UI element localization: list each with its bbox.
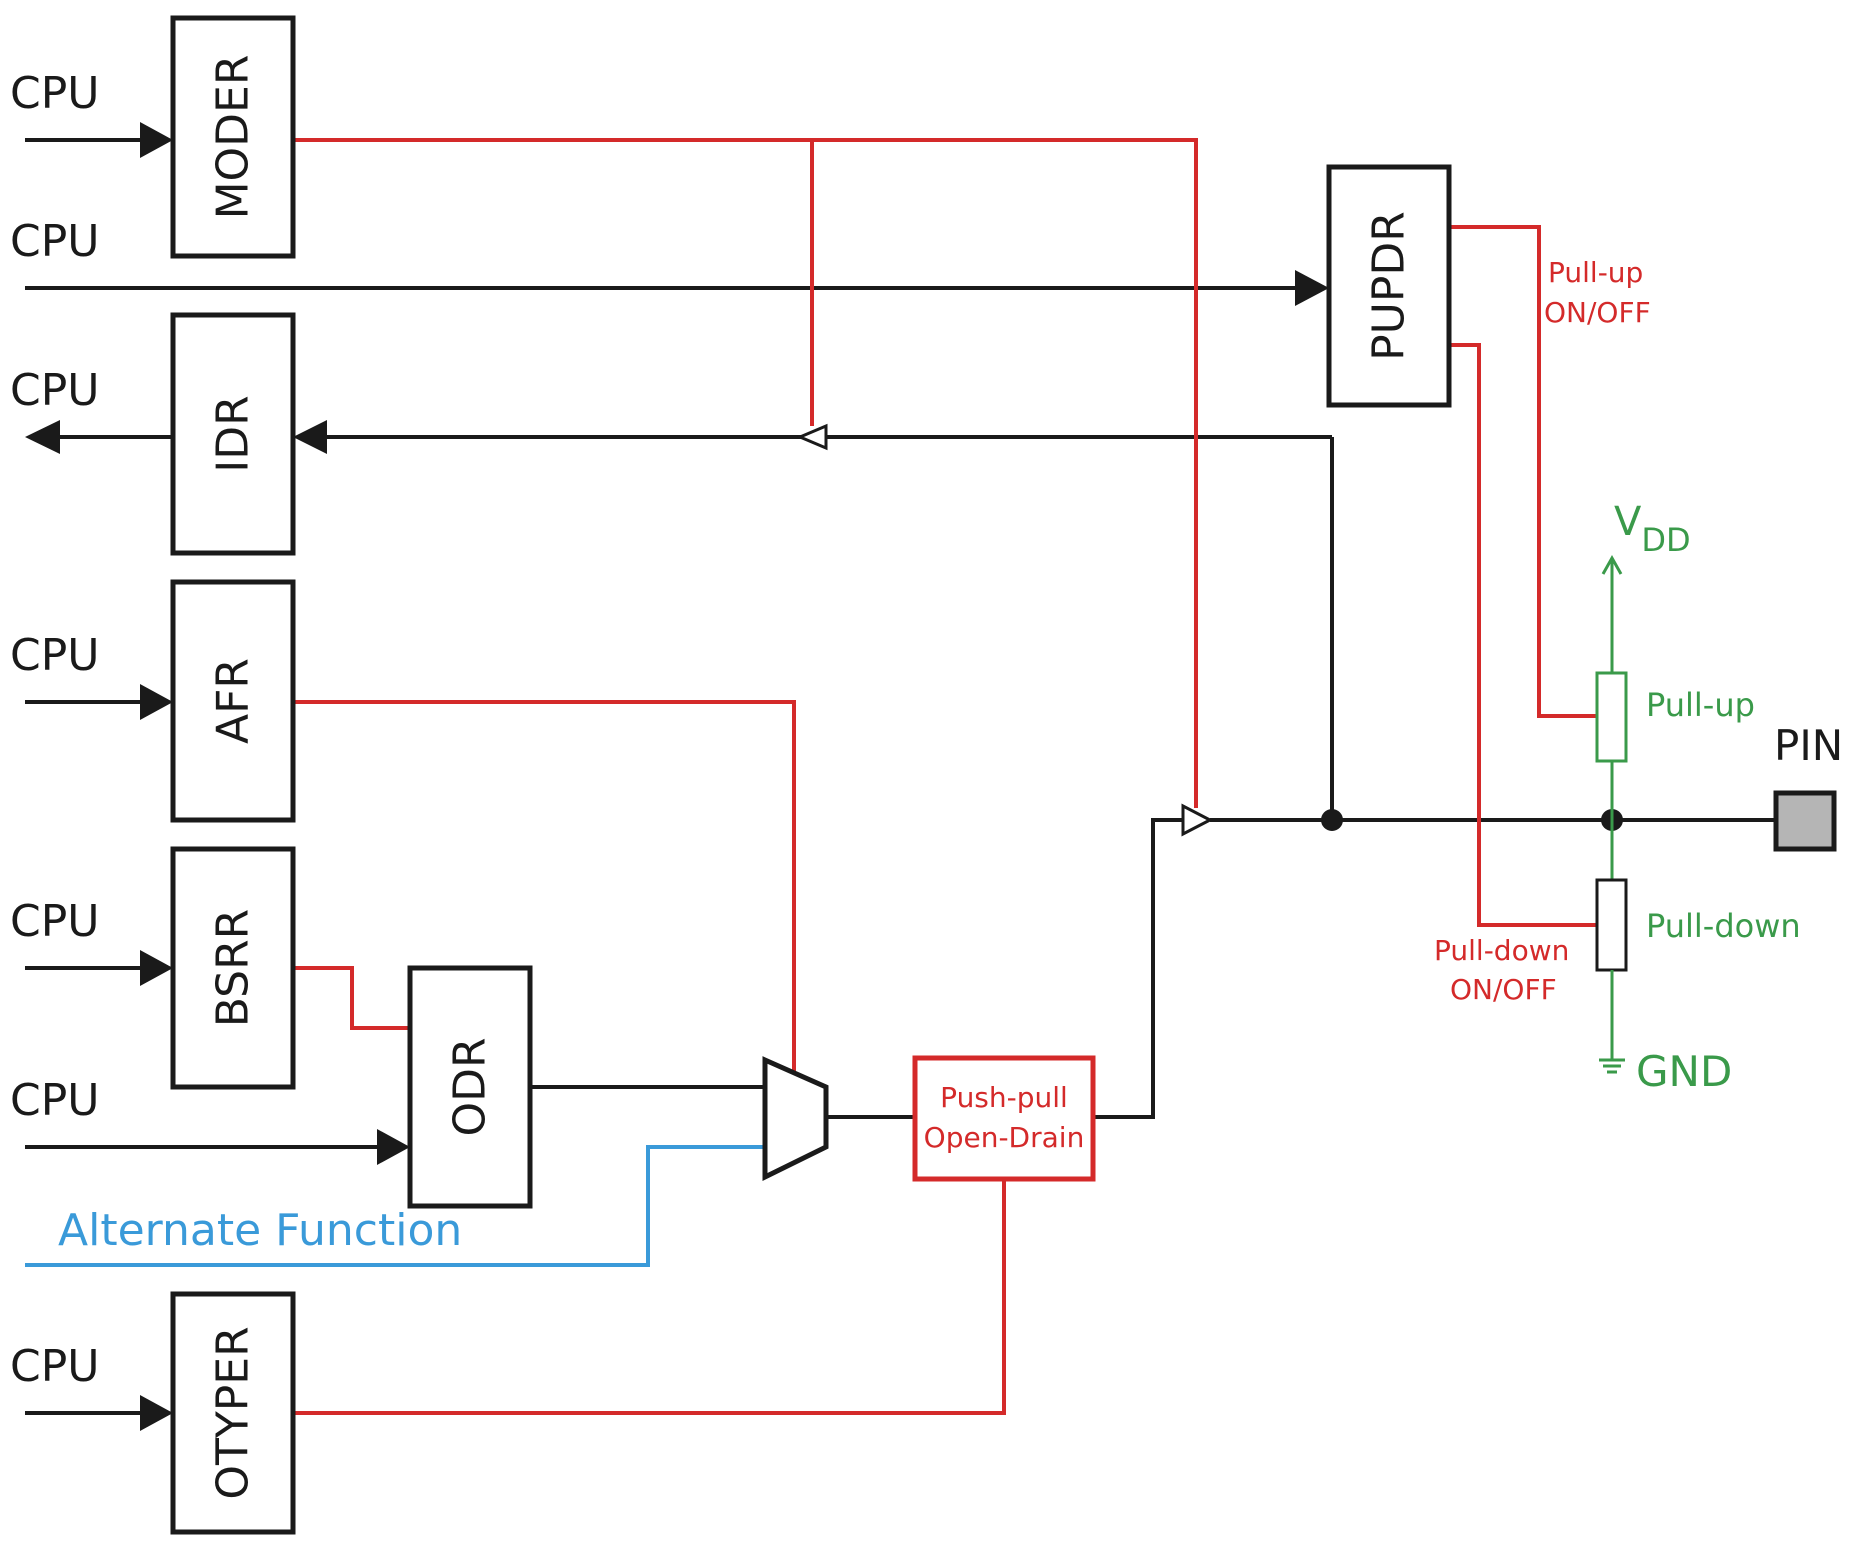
cpu-label: CPU (10, 1341, 99, 1392)
alternate-function-line (25, 1145, 765, 1267)
output-buffer-icon (1181, 803, 1214, 837)
pull-up-switch-line1: Pull-up (1548, 256, 1643, 289)
register-label: IDR (208, 395, 259, 472)
cpu-label: CPU (10, 630, 99, 681)
output-driver-line1: Push-pull (940, 1081, 1068, 1114)
cpu-label: CPU (10, 896, 99, 947)
register-odr: ODR (407, 965, 533, 1209)
cpu-label: CPU (10, 1075, 99, 1126)
output-driver-line2: Open-Drain (924, 1121, 1085, 1154)
cpu-label: CPU (10, 68, 99, 119)
gnd-label: GND (1636, 1047, 1732, 1096)
ground-icon (1599, 1058, 1625, 1074)
pull-network (1595, 554, 1628, 1074)
register-afr: AFR (170, 579, 296, 823)
pin-label: PIN (1774, 721, 1843, 770)
register-label: ODR (445, 1037, 496, 1136)
output-driver: Push-pull Open-Drain (912, 1055, 1096, 1182)
output-mux (762, 1056, 829, 1182)
register-otyper: OTYPER (170, 1291, 296, 1535)
register-label: AFR (208, 658, 259, 744)
pull-up-switch-line2: ON/OFF (1544, 296, 1651, 329)
pull-up-resistor-label: Pull-up (1646, 686, 1755, 724)
cpu-label: CPU (10, 365, 99, 416)
register-pupdr: PUPDR (1326, 164, 1452, 408)
register-idr: IDR (170, 312, 296, 556)
pull-down-switch-line2: ON/OFF (1450, 973, 1557, 1006)
register-label: OTYPER (208, 1326, 259, 1499)
pull-up-resistor (1595, 671, 1628, 763)
pull-down-switch-line1: Pull-down (1434, 934, 1569, 967)
cpu-label: CPU (10, 216, 99, 267)
input-buffer-icon (796, 423, 828, 451)
register-label: BSRR (208, 909, 259, 1028)
pin-pad (1773, 790, 1837, 852)
control-wires (293, 138, 1597, 1415)
register-moder: MODER (170, 15, 296, 259)
vdd-label: VDD (1614, 499, 1691, 559)
alternate-function-label: Alternate Function (58, 1205, 462, 1256)
register-label: PUPDR (1364, 211, 1415, 361)
register-bsrr: BSRR (170, 846, 296, 1090)
pull-down-resistor (1595, 878, 1628, 972)
pull-down-resistor-label: Pull-down (1646, 907, 1801, 945)
register-label: MODER (208, 55, 259, 220)
